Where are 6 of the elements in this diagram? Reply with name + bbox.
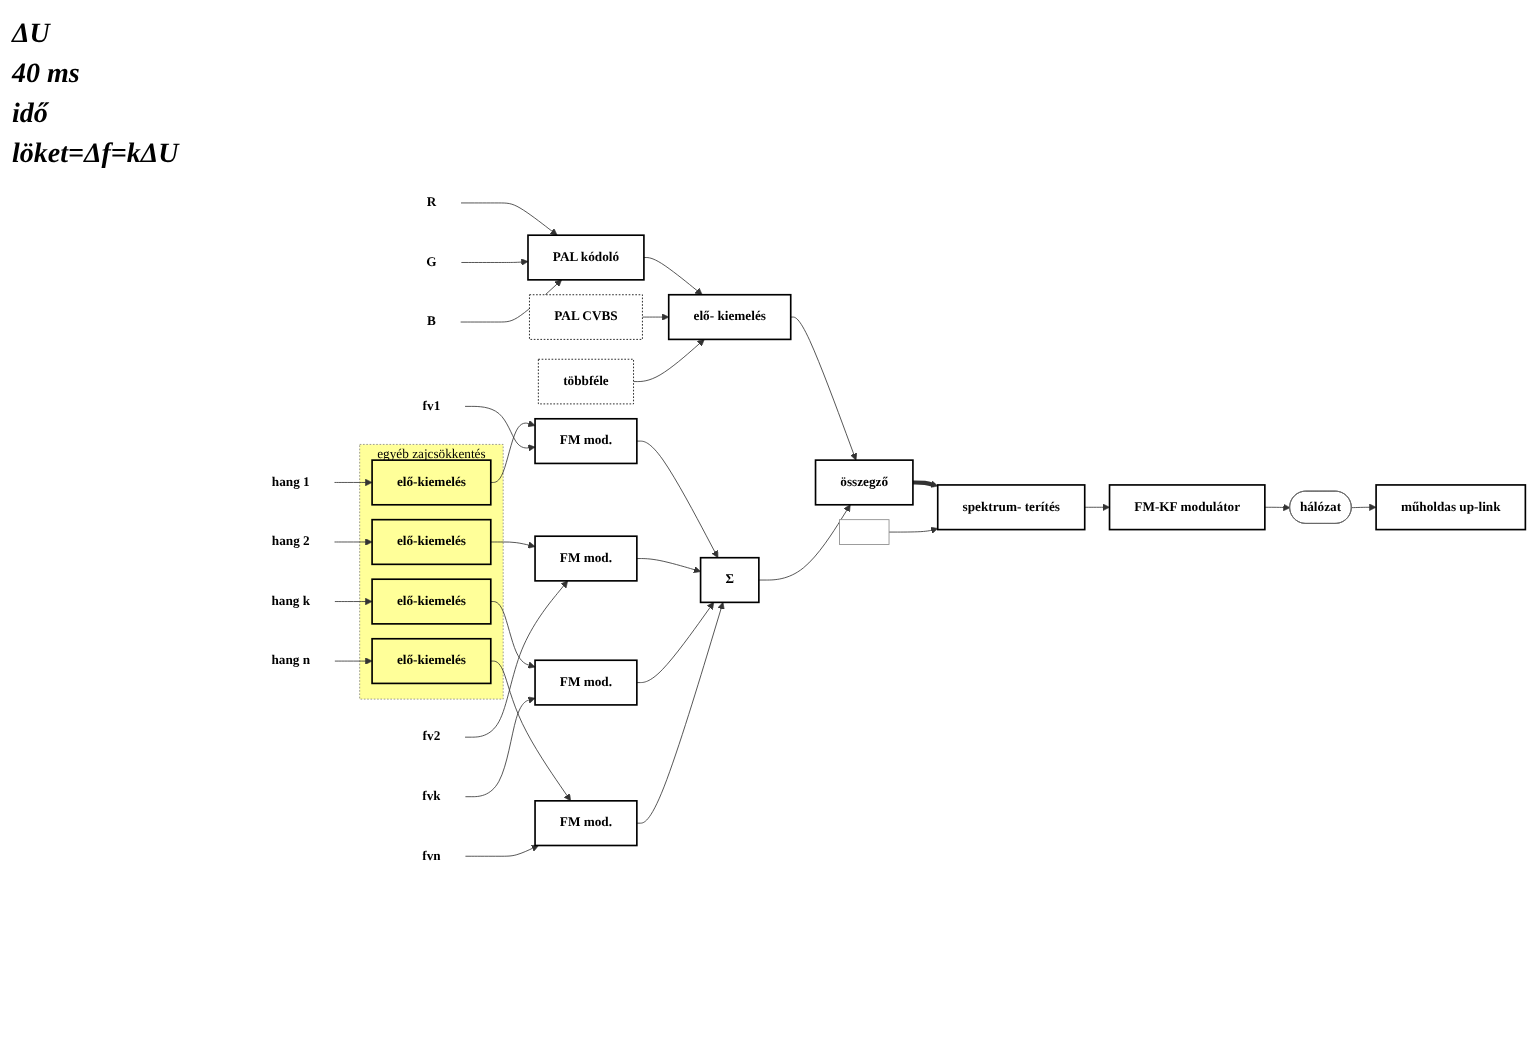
annotation-text: 40 ms xyxy=(12,60,82,92)
annotation-text: löket=Δf=kΔU xyxy=(12,140,182,172)
node-box xyxy=(839,518,890,545)
annotation-text: idő xyxy=(12,100,51,132)
annotation-text: ΔU xyxy=(12,20,53,52)
arrow xyxy=(912,479,939,488)
